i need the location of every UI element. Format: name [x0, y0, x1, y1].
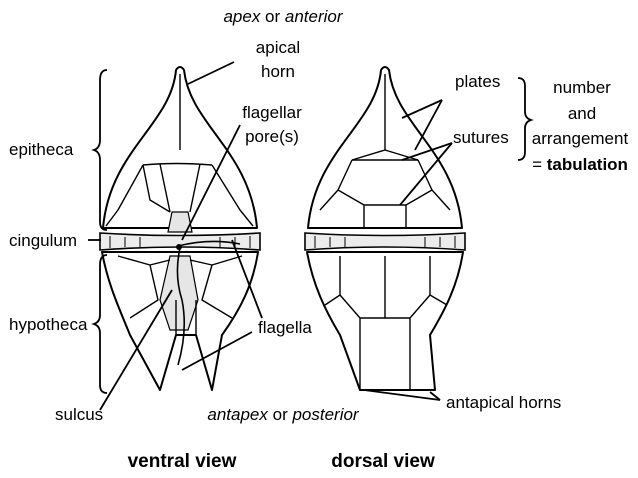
sutures-label: sutures — [453, 128, 509, 147]
plates-label: plates — [455, 72, 500, 91]
tabulation-brace — [517, 77, 534, 161]
flagella-label: flagella — [258, 318, 312, 337]
ventral-sulcus-area — [167, 211, 193, 233]
tabulation-note: number and arrangement = tabulation — [532, 78, 629, 174]
flagellar-pore-dot — [176, 244, 182, 250]
hypotheca-label: hypotheca — [9, 315, 88, 334]
flagellum-longitudinal — [176, 247, 186, 366]
flagellum-transverse — [177, 240, 241, 247]
epitheca-brace — [91, 69, 108, 231]
dorsal-view-caption: dorsal view — [331, 451, 435, 472]
ventral-cell — [99, 66, 261, 391]
svg-text:number: number — [553, 78, 611, 97]
dorsal-hypotheca-outline — [306, 251, 464, 391]
cingulum-label: cingulum — [9, 231, 77, 250]
antapex-label: antapex or posterior — [207, 405, 360, 424]
dorsal-cingulum-band — [304, 232, 466, 251]
sulcus-label: sulcus — [55, 405, 103, 424]
svg-text:and: and — [568, 104, 596, 123]
svg-text:arrangement: arrangement — [532, 129, 629, 148]
antapical-horns-label: antapical horns — [446, 393, 561, 412]
hypotheca-brace — [91, 254, 108, 394]
ventral-view-caption: ventral view — [128, 451, 237, 472]
svg-text:= tabulation: = tabulation — [532, 155, 628, 174]
apex-label: apex or anterior — [223, 7, 343, 26]
dorsal-cell — [304, 66, 466, 391]
epitheca-label: epitheca — [9, 140, 74, 159]
